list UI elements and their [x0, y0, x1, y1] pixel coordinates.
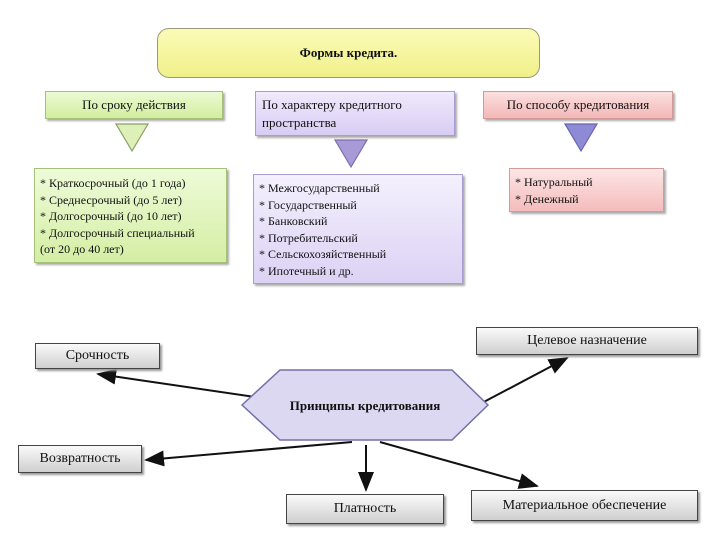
- principle-srochnost-box: Срочность: [35, 343, 160, 369]
- space-list: * Межгосударственный * Государственный *…: [253, 174, 463, 284]
- list-item: * Ипотечный и др.: [259, 263, 354, 278]
- title-box: Формы кредита.: [157, 28, 540, 78]
- method-arrow-triangle: [563, 123, 599, 153]
- arrow-to-celevoe: [479, 357, 569, 405]
- principle-platnost-box: Платность: [286, 494, 444, 524]
- list-item: * Межгосударственный: [259, 181, 380, 195]
- method-header: По способу кредитования: [483, 91, 673, 119]
- principles-center-label: Принципы кредитования: [289, 398, 441, 413]
- term-arrow-triangle: [114, 123, 150, 153]
- space-header: По характеру кредитного пространства: [255, 91, 455, 136]
- principle-label: Платность: [333, 501, 397, 516]
- arrow-to-vozvrat: [144, 441, 353, 467]
- list-item: * Потребительский: [259, 230, 358, 245]
- list-item: * Натуральный: [515, 175, 593, 189]
- list-item: * Среднесрочный (до 5 лет): [40, 192, 182, 207]
- method-list: * Натуральный * Денежный: [509, 168, 664, 212]
- principle-label: Целевое назначение: [527, 333, 647, 348]
- term-header: По сроку действия: [45, 91, 223, 119]
- principle-celevoe-box: Целевое назначение: [476, 327, 698, 355]
- list-item: * Денежный: [515, 191, 579, 206]
- title-text: Формы кредита.: [299, 45, 398, 60]
- principle-label: Возвратность: [39, 451, 121, 466]
- arrow-to-material: [379, 441, 539, 489]
- list-item: * Банковский: [259, 214, 328, 228]
- term-header-text: По сроку действия: [82, 97, 186, 112]
- list-item: (от 20 до 40 лет): [40, 242, 124, 256]
- arrow-to-srochnost: [96, 368, 263, 399]
- list-item: * Долгосрочный (до 10 лет): [40, 209, 182, 223]
- principles-hexagon: [240, 369, 490, 441]
- term-list: * Краткосрочный (до 1 года) * Среднесроч…: [34, 168, 227, 263]
- method-header-text: По способу кредитования: [506, 97, 650, 112]
- list-item: * Сельскохозяйственный: [259, 247, 387, 261]
- list-item: * Краткосрочный (до 1 года): [40, 176, 186, 190]
- principle-label: Срочность: [65, 348, 130, 363]
- list-item: * Долгосрочный специальный: [40, 225, 195, 240]
- space-arrow-triangle: [333, 139, 369, 169]
- principle-vozvrat-box: Возвратность: [18, 445, 142, 473]
- list-item: * Государственный: [259, 197, 357, 212]
- space-header-text: По характеру кредитного пространства: [262, 96, 402, 130]
- principle-material-box: Материальное обеспечение: [471, 490, 698, 521]
- principle-label: Материальное обеспечение: [502, 497, 667, 513]
